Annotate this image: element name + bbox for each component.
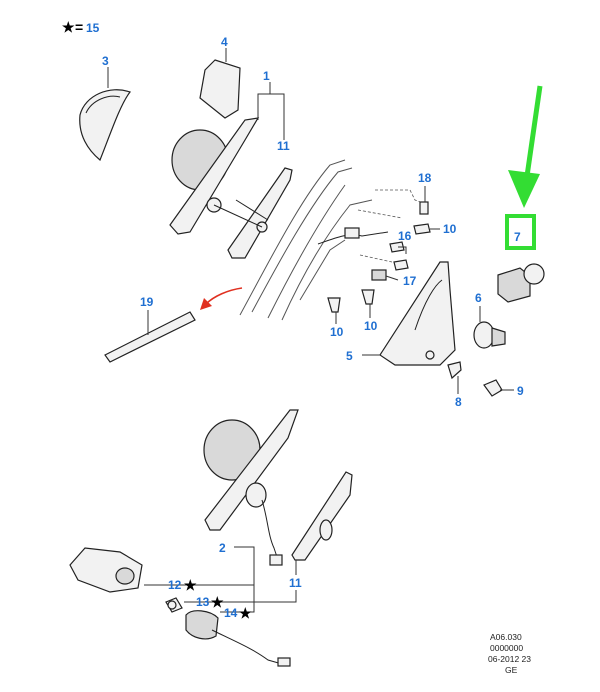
ref-line-4: GE — [505, 665, 518, 675]
part-3-mirror-cap — [79, 89, 131, 161]
callout-10-right: 10 — [364, 319, 378, 333]
legend-ref: 15 — [86, 21, 100, 35]
harness-assembly — [317, 189, 429, 263]
callout-13: 13 — [196, 595, 210, 609]
callout-10-left: 10 — [330, 325, 344, 339]
part-19-trim-strip — [104, 311, 196, 363]
legend-equals: = — [75, 19, 83, 35]
part-14-lamp-socket — [185, 610, 291, 667]
part-6-socket — [473, 321, 506, 349]
callout-19: 19 — [140, 295, 154, 309]
callout-5: 5 — [346, 349, 353, 363]
ref-line-1: A06.030 — [490, 632, 522, 642]
fasteners-upper — [327, 201, 431, 313]
part-8-screw — [447, 361, 462, 380]
callout-3: 3 — [102, 54, 109, 68]
callout-12-star: ★ — [184, 577, 197, 593]
callout-14-star: ★ — [239, 605, 252, 621]
reference-block: A06.030 0000000 06-2012 23 GE — [488, 632, 531, 675]
part-4-mirror-glass — [199, 59, 241, 119]
highlight-arrow-green — [508, 85, 543, 208]
callout-11-upper: 11 — [277, 139, 290, 153]
door-frame — [239, 159, 373, 321]
direction-arrow-red — [200, 287, 243, 310]
callout-18: 18 — [418, 171, 432, 185]
part-13-bulb — [165, 597, 183, 613]
callout-7-highlight — [505, 214, 536, 250]
callout-8: 8 — [455, 395, 462, 409]
callout-11-lower: 11 — [289, 576, 302, 590]
callout-1: 1 — [263, 69, 270, 83]
ref-line-3: 06-2012 23 — [488, 654, 531, 664]
part-9-cap — [483, 379, 503, 397]
leader-lines — [107, 48, 514, 613]
callout-14: 14 — [224, 606, 238, 620]
callout-4: 4 — [221, 35, 228, 49]
upper-mirror-assembly — [169, 117, 293, 259]
legend-star: ★ — [62, 19, 75, 35]
part-5-mirror-base — [379, 261, 456, 366]
ref-line-2: 0000000 — [490, 643, 523, 653]
callout-7: 7 — [514, 230, 521, 244]
part-12-puddle-lamp-housing — [69, 547, 143, 593]
callout-9: 9 — [517, 384, 524, 398]
callout-16: 16 — [398, 229, 412, 243]
callout-13-star: ★ — [211, 594, 224, 610]
lower-mirror-assembly — [203, 409, 353, 566]
callout-10-upper: 10 — [443, 222, 457, 236]
part-7-socket — [497, 263, 545, 303]
callout-17: 17 — [403, 274, 417, 288]
callout-2: 2 — [219, 541, 226, 555]
callout-12: 12 — [168, 578, 182, 592]
callout-6: 6 — [475, 291, 482, 305]
